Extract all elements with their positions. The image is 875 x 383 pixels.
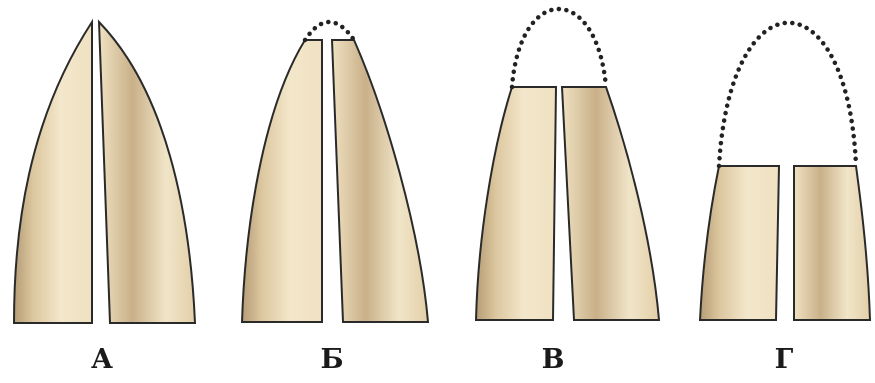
panel-label-a: А [72,346,132,373]
panel-label-g: Г [754,346,814,373]
panel-g-right-piece [794,166,870,320]
panel-b-right-piece [332,40,428,322]
panel-g-left-piece [700,166,779,320]
panel-g-dotted-arc [719,23,856,166]
panel-v-left-piece [476,87,556,320]
panel-b-dotted-arc [305,22,354,40]
panel-b [242,22,428,322]
panel-label-v: В [523,346,583,373]
panel-g [700,23,870,320]
panel-a [14,22,195,323]
panel-v [476,9,659,320]
panel-a-right-piece [99,22,195,323]
panel-v-right-piece [562,87,659,320]
panel-b-left-piece [242,40,322,322]
panel-a-left-piece [14,22,92,323]
panel-v-dotted-arc [512,9,606,87]
panel-label-b: Б [302,346,362,373]
